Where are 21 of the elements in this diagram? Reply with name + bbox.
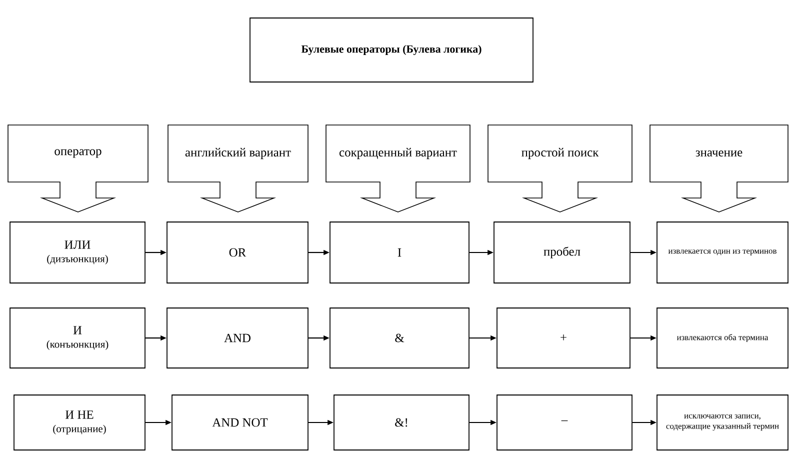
process-box: &!: [334, 394, 470, 450]
process-box: И НЕ (отрицание): [14, 394, 146, 450]
title-box: Булевые операторы (Булева логика): [250, 18, 534, 82]
callout-arrow-box: значение: [650, 124, 788, 212]
process-box: &: [330, 308, 470, 368]
process-box: –: [496, 394, 632, 450]
process-box: И (конъюнкция): [10, 308, 146, 368]
process-box: AND: [166, 308, 308, 368]
process-box: пробел: [494, 222, 630, 284]
description-box: исключаются записи, содержащие указанный термин: [656, 394, 788, 450]
callout-arrow-box: оператор: [8, 124, 148, 212]
process-box: AND NOT: [172, 394, 308, 450]
callout-arrow-box: сокращенный вариант: [326, 124, 470, 212]
process-box: +: [496, 308, 630, 368]
process-box: ИЛИ (дизъюнкция): [10, 222, 146, 284]
callout-arrow-box: английский вариант: [168, 124, 308, 212]
description-box: извлекается один из терминов: [656, 222, 788, 284]
description-box: извлекаются оба термина: [656, 308, 788, 368]
process-box: I: [330, 222, 470, 284]
callout-arrow-box: простой поиск: [488, 124, 632, 212]
process-box: OR: [166, 222, 308, 284]
